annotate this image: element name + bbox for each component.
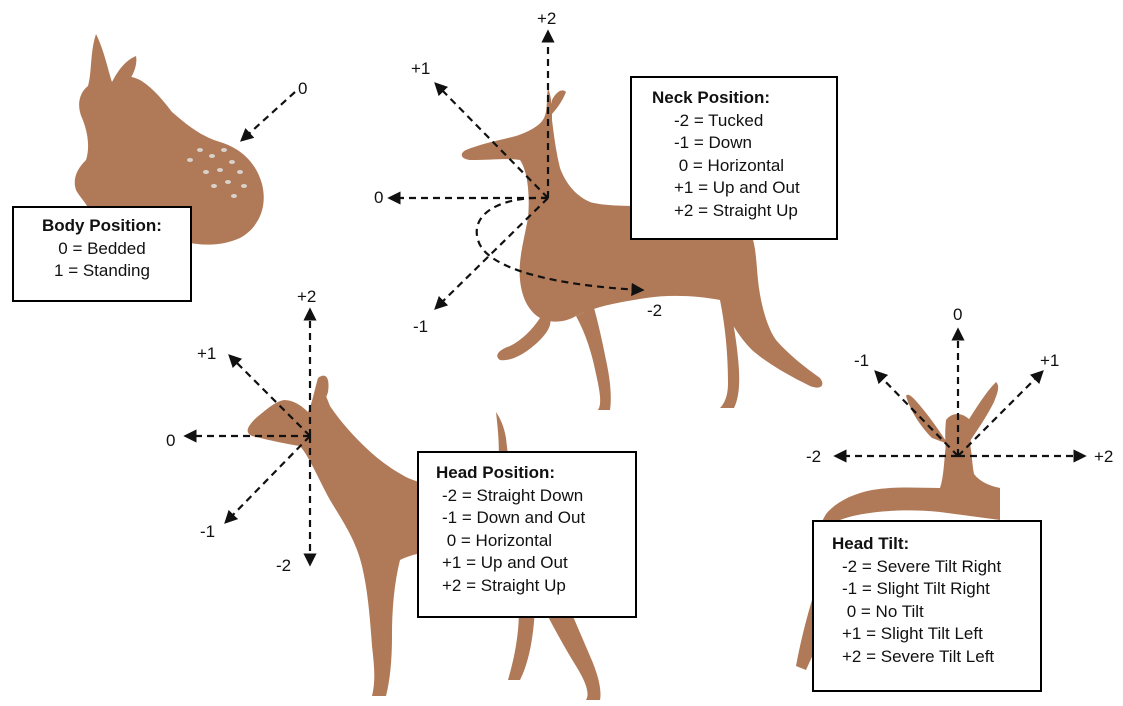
neck-position-item: 0 = Horizontal [652,155,836,178]
body-position-legend: Body Position: 0 = Bedded 1 = Standing [12,206,192,302]
tilt-label-plus1: +1 [1040,351,1059,370]
head-position-item: -1 = Down and Out [436,507,635,530]
neck-position-legend: Neck Position: -2 = Tucked -1 = Down 0 =… [630,76,838,240]
head-position-item: +1 = Up and Out [436,552,635,575]
body-position-title: Body Position: [14,215,190,238]
head-label-minus1: -1 [200,522,215,541]
tilt-label-zero: 0 [953,305,962,324]
head-label-plus1: +1 [197,344,216,363]
neck-position-item: +2 = Straight Up [652,200,836,223]
head-position-item: -2 = Straight Down [436,485,635,508]
head-position-item: +2 = Straight Up [436,575,635,598]
head-tilt-title: Head Tilt: [832,533,1040,556]
body-position-item: 1 = Standing [14,260,190,283]
tilt-label-minus2: -2 [806,447,821,466]
neck-position-title: Neck Position: [652,87,836,110]
neck-label-plus2: +2 [537,9,556,28]
head-tilt-item: -1 = Slight Tilt Right [832,578,1040,601]
head-tilt-legend: Head Tilt: -2 = Severe Tilt Right -1 = S… [812,520,1042,692]
head-tilt-item: +2 = Severe Tilt Left [832,646,1040,669]
head-label-plus2: +2 [297,287,316,306]
head-label-minus2: -2 [276,556,291,575]
head-position-item: 0 = Horizontal [436,530,635,553]
neck-position-item: +1 = Up and Out [652,177,836,200]
head-position-legend: Head Position: -2 = Straight Down -1 = D… [417,451,637,618]
tilt-label-minus1: -1 [854,351,869,370]
neck-label-minus1: -1 [413,317,428,336]
head-tilt-item: -2 = Severe Tilt Right [832,556,1040,579]
body-position-item: 0 = Bedded [14,238,190,261]
head-position-title: Head Position: [436,462,635,485]
tilt-label-plus2: +2 [1094,447,1113,466]
body-arrow-label-0: 0 [298,79,307,98]
body-position-arrow [242,92,295,140]
neck-position-item: -1 = Down [652,132,836,155]
head-label-zero: 0 [166,431,175,450]
neck-label-plus1: +1 [411,59,430,78]
neck-position-item: -2 = Tucked [652,110,836,133]
head-tilt-item: 0 = No Tilt [832,601,1040,624]
neck-label-zero: 0 [374,188,383,207]
neck-label-minus2: -2 [647,301,662,320]
head-tilt-item: +1 = Slight Tilt Left [832,623,1040,646]
